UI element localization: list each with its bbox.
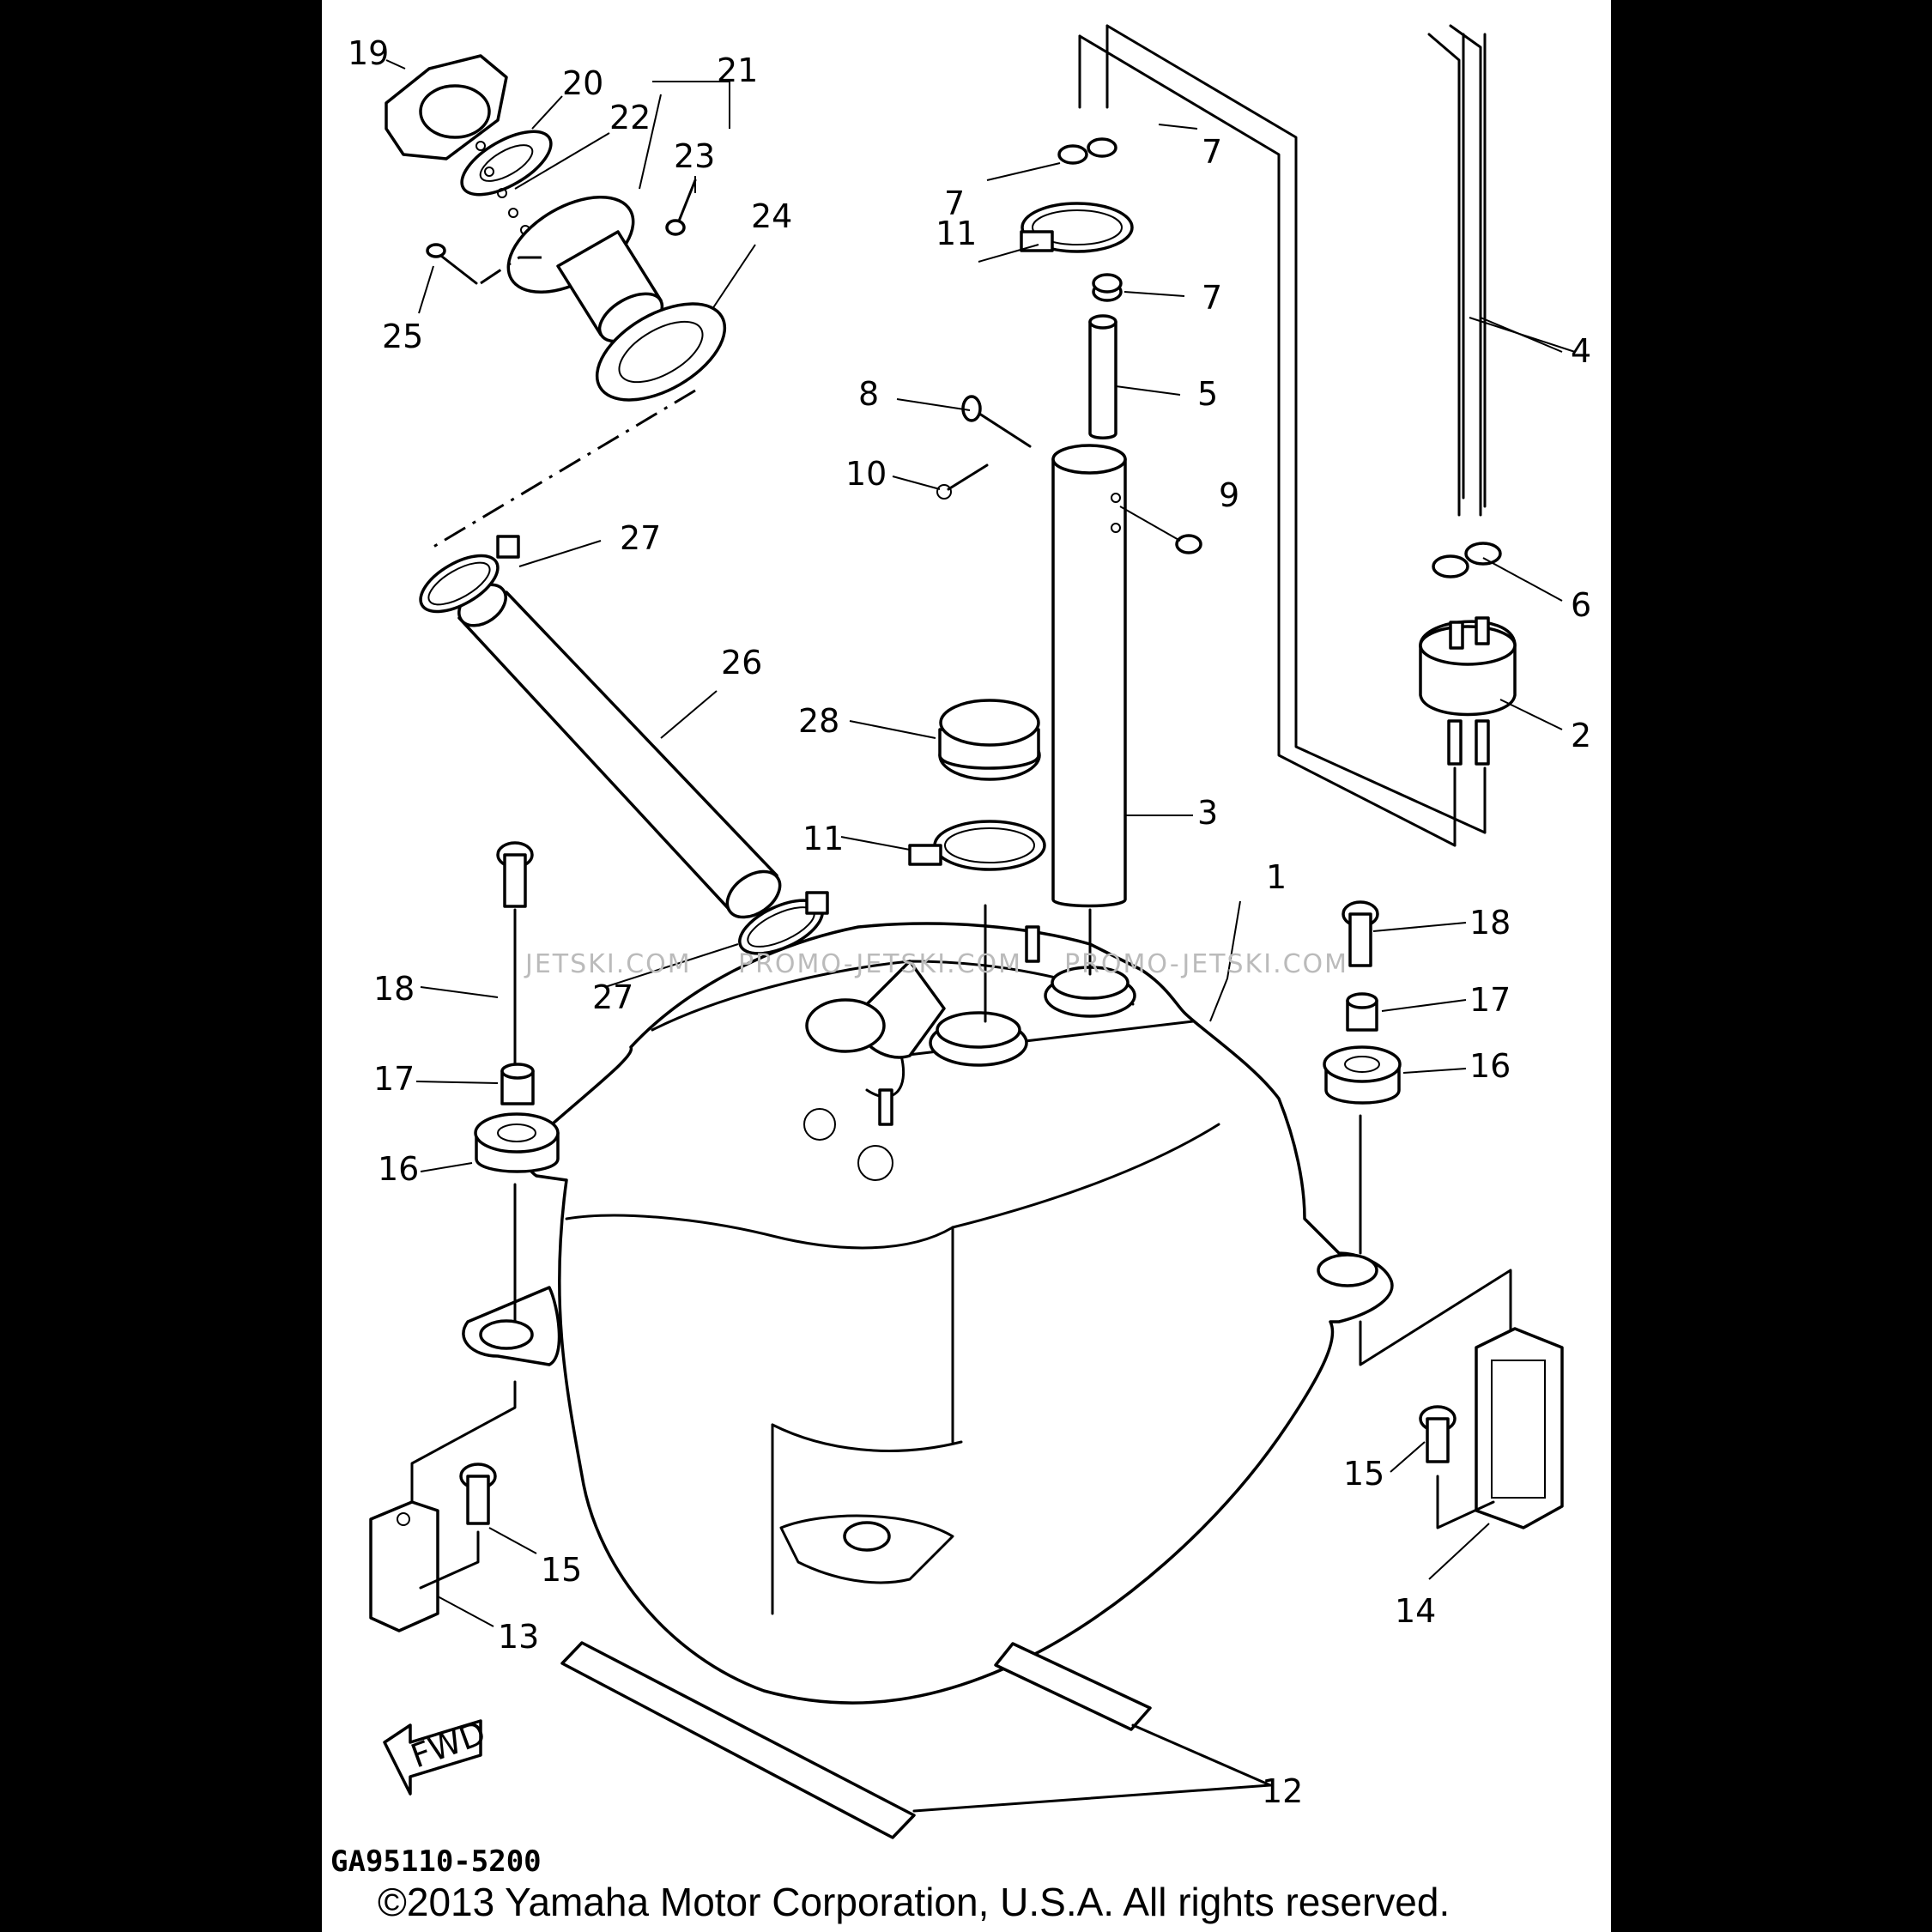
copyright-notice: ©2013 Yamaha Motor Corporation, U.S.A. A… [378,1880,1450,1924]
label-11b: 11 [802,820,844,857]
label-7c: 7 [1202,279,1222,317]
label-7a: 7 [1202,133,1222,171]
fuel-tank-part-1 [462,922,1394,1705]
label-8: 8 [858,375,879,413]
label-17-right: 17 [1469,981,1511,1019]
leader-lines [385,59,1576,1627]
filler-pipe-part-3 [1051,444,1127,908]
label-6: 6 [1571,586,1591,624]
connector-line [1359,1269,1512,1366]
label-22: 22 [609,99,651,136]
label-23: 23 [674,137,715,175]
watermarks: JETSKI.COM PROMO-JETSKI.COM PROMO-JETSKI… [524,949,1348,979]
bracket-part-13 [369,1500,439,1632]
grommet-part-16-left [474,1112,560,1173]
label-15-right: 15 [1343,1455,1384,1493]
drawing-code: GA95110-5200 [330,1844,542,1879]
hose-clamp-part-11 [908,202,1134,871]
connector-line [1436,1475,1495,1529]
bolt-part-18-right [1341,900,1379,967]
label-25: 25 [382,318,423,355]
filler-cap-part-19 [385,54,508,160]
label-27b: 27 [592,978,633,1016]
label-4: 4 [1571,332,1591,370]
gasket-part-20 [460,130,553,197]
label-5: 5 [1197,375,1218,413]
assembly-dashline [480,256,549,285]
pad-part-12 [560,1641,1272,1839]
bracket-part-14 [1475,1327,1564,1529]
label-18-left: 18 [373,970,415,1008]
hose-part-5 [1088,314,1117,439]
watermark-3: PROMO-JETSKI.COM [1064,949,1348,979]
bolt-part-15-right [1419,1405,1457,1463]
collar-part-17-right [1346,992,1378,1032]
screw-part-25 [426,243,478,285]
collar-part-17-left [500,1063,535,1105]
grommet-part-16-right [1323,1045,1402,1105]
part-labels: 7 7 7 11 5 8 10 9 4 6 2 3 1 28 11 26 27 … [348,34,1591,1810]
fuel-filter-part-2 [1419,616,1517,766]
cotter-pin-part-10 [936,463,989,500]
label-12: 12 [1262,1772,1303,1810]
connector-line [419,1530,480,1590]
clip-part-7 [1057,137,1123,302]
label-7b: 7 [944,185,965,222]
label-14: 14 [1395,1592,1436,1630]
label-15-left: 15 [541,1551,582,1589]
label-28: 28 [798,702,839,740]
chain-part-22 [475,141,530,235]
label-26: 26 [721,644,762,681]
clip-part-6 [1432,542,1502,578]
filler-hose-part-26 [457,583,782,919]
connector-line [410,1380,517,1504]
label-27a: 27 [620,519,661,557]
fuel-lines-part-4 [1427,24,1487,517]
label-2: 2 [1571,717,1591,754]
pin-part-8 [961,395,1032,448]
bolt-part-18-left [496,841,534,908]
assembly-dashline [428,389,696,551]
label-21: 21 [717,51,758,89]
watermark-2: PROMO-JETSKI.COM [738,949,1022,979]
label-24: 24 [751,197,792,235]
label-3: 3 [1197,794,1218,832]
fwd-arrow: FWD [383,1714,490,1796]
gasket-part-24 [595,302,727,402]
label-9: 9 [1219,476,1239,514]
label-10: 10 [845,455,887,493]
label-17-left: 17 [373,1060,415,1098]
label-16-left: 16 [378,1150,419,1188]
bolt-part-15-left [459,1463,497,1525]
label-16-right: 16 [1469,1047,1511,1085]
label-19: 19 [348,34,389,72]
label-18-right: 18 [1469,904,1511,942]
label-1: 1 [1266,858,1287,896]
label-13: 13 [498,1618,539,1656]
screw-part-23 [665,179,697,236]
watermark-1: JETSKI.COM [524,949,692,979]
washer-part-9 [1175,534,1202,554]
assembly-bracket-lines [1078,24,1487,847]
label-20: 20 [562,64,603,102]
hose-clamp-part-27 [419,535,829,955]
cap-part-28 [938,699,1041,781]
label-11a: 11 [936,215,977,252]
